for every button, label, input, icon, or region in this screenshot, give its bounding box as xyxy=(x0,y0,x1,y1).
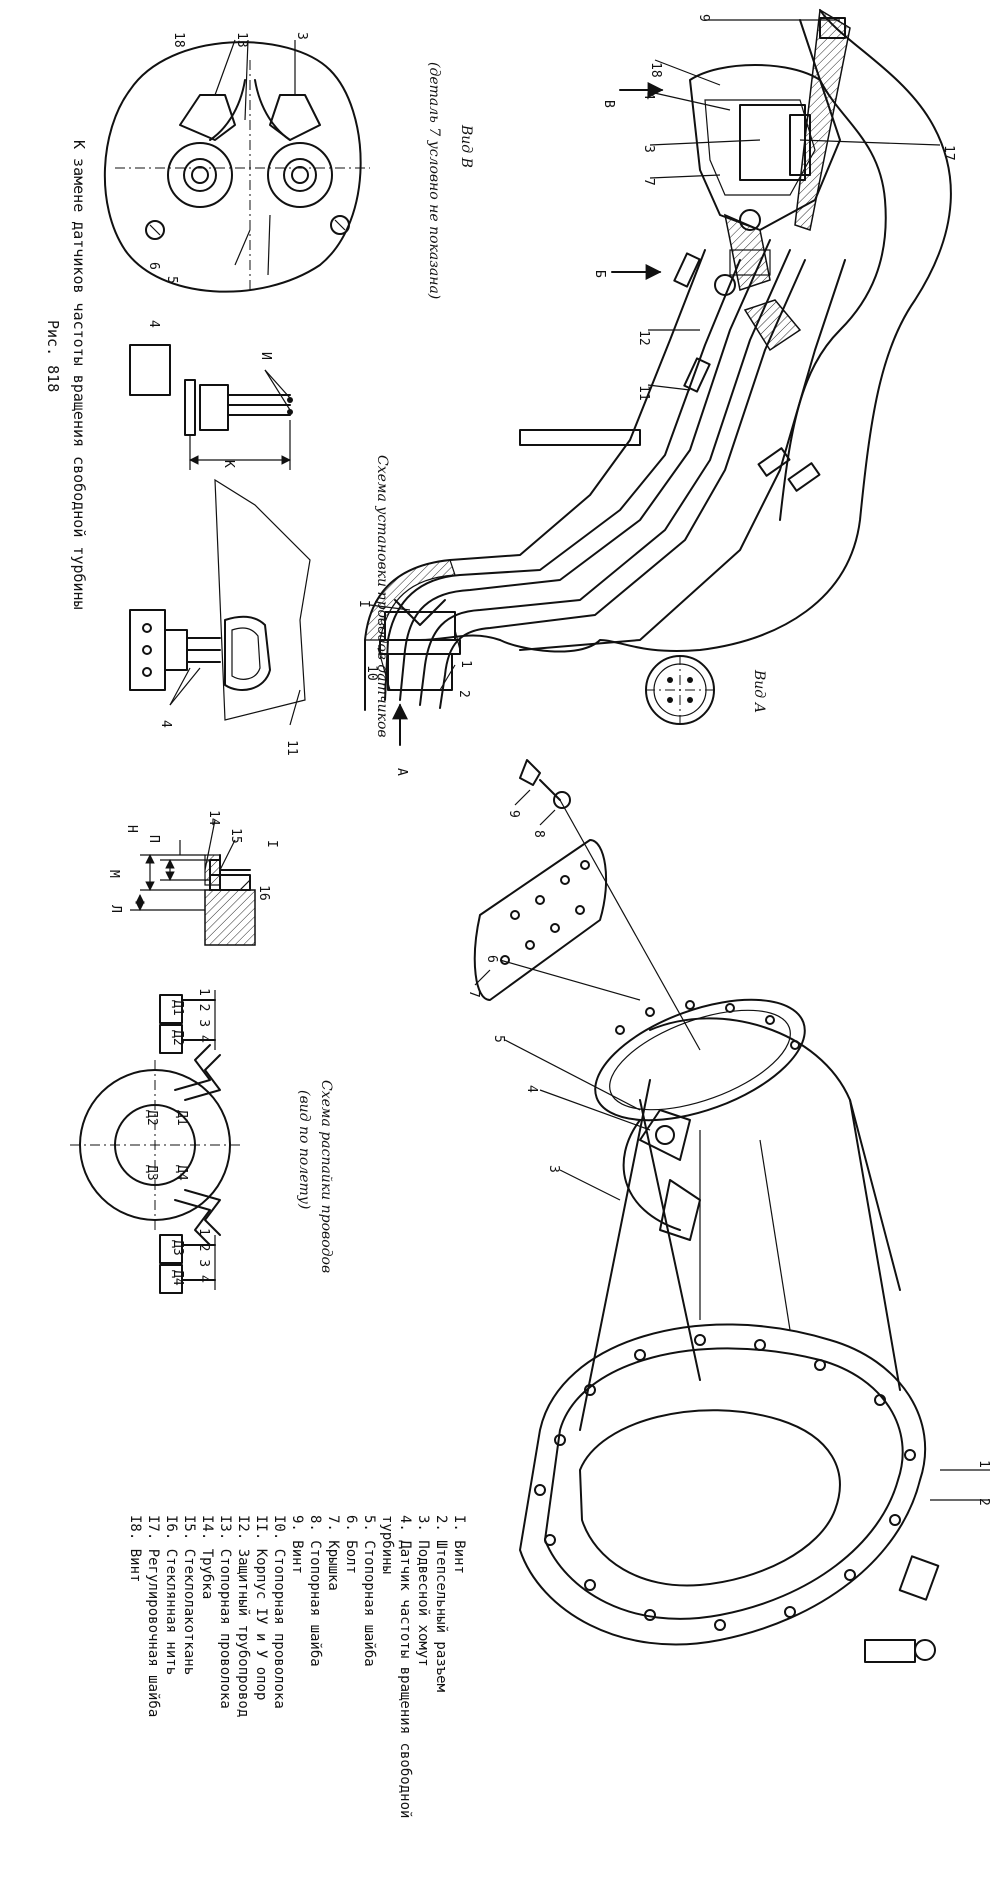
callout-v-3: 3 xyxy=(294,32,309,40)
callout-install-11: 11 xyxy=(284,740,299,756)
scheme-solder-subtitle: (вид по полету) xyxy=(296,1090,312,1209)
turbine-casing xyxy=(499,959,990,1663)
view-v xyxy=(103,39,370,293)
legend-item-17: I7. Регулировочная шайба xyxy=(145,1515,161,1717)
callout-15: 15 xyxy=(228,828,243,844)
detail-i-title: I xyxy=(264,840,279,848)
view-v-note: (деталь 7 условно не показана) xyxy=(426,62,442,299)
sensor-d4-box: Д4 xyxy=(170,1270,185,1286)
callout-5: 5 xyxy=(491,1035,506,1043)
cover-exploded xyxy=(473,759,701,1051)
sensor-d2-box: Д2 xyxy=(170,1030,185,1046)
sensor-d4-ring: Д4 xyxy=(174,1165,189,1181)
sectional-view xyxy=(364,8,952,746)
legend-item-6: 6. Болт xyxy=(343,1515,359,1574)
dim-label-p: П xyxy=(146,835,161,843)
dim-label-k: К xyxy=(221,460,236,468)
view-v-title: Вид В xyxy=(458,124,474,168)
callout-16: 16 xyxy=(256,885,271,901)
legend-item-10: I0. Стопорная проволока xyxy=(271,1515,287,1709)
sensor-dimension-sketch xyxy=(129,344,293,470)
view-a xyxy=(645,655,715,725)
callout-9-cover: 9 xyxy=(506,810,521,818)
legend-item-7: 7. Крышка xyxy=(325,1515,341,1591)
legend-item-1: I. Винт xyxy=(451,1515,467,1574)
pins-bottom: 1 2 3 4 xyxy=(196,1228,211,1283)
callout-2-upper: 2 xyxy=(456,690,471,698)
figure-number: Рис. 818 xyxy=(44,320,62,392)
legend-item-9: 9. Винт xyxy=(289,1515,305,1574)
legend-item-8: 8. Стопорная шайба xyxy=(307,1515,323,1667)
dim-label-l: Л xyxy=(108,905,123,913)
legend-item-4b: турбины xyxy=(379,1515,395,1574)
figure-title: К замене датчиков частоты вращения свобо… xyxy=(70,140,88,610)
parts-legend: I. Винт 2. Штепсельный разъем 3. Подвесн… xyxy=(127,1515,467,1818)
sensor-d3-box: Д3 xyxy=(170,1240,185,1256)
callout-12: 12 xyxy=(636,330,651,346)
arrow-label-b: Б xyxy=(592,270,607,278)
callout-v-18: 18 xyxy=(171,32,186,48)
callout-14: 14 xyxy=(206,810,221,826)
callout-4: 4 xyxy=(641,92,656,100)
callout-I: I xyxy=(356,600,371,608)
legend-item-18: I8. Винт xyxy=(127,1515,143,1582)
legend-item-5: 5. Стопорная шайба xyxy=(361,1515,377,1667)
legend-item-11: II. Корпус IУ и У опор xyxy=(253,1515,269,1700)
dim-label-m: М xyxy=(106,870,121,878)
legend-item-3: 3. Подвесной хомут xyxy=(415,1515,431,1667)
callout-v-13: 13 xyxy=(234,32,249,48)
sensor-d3-ring: Д3 xyxy=(144,1165,159,1181)
callout-1-casing: 1 xyxy=(976,1460,991,1468)
dim-label-i: И xyxy=(258,352,273,360)
legend-item-16: I6. Стеклянная нить xyxy=(163,1515,179,1675)
callout-3-casing: 3 xyxy=(546,1165,561,1173)
solder-scheme xyxy=(70,990,240,1294)
callout-v-5: 5 xyxy=(164,276,179,284)
legend-item-14: I4. Трубка xyxy=(199,1515,215,1599)
sensor-d2-ring: Д2 xyxy=(144,1110,159,1126)
view-a-title: Вид А xyxy=(751,669,767,713)
callout-10: 10 xyxy=(364,665,379,681)
callout-v-6: 6 xyxy=(146,262,161,270)
callout-1-upper: 1 xyxy=(458,660,473,668)
callout-sensor-4: 4 xyxy=(146,320,161,328)
callout-6: 6 xyxy=(484,955,499,963)
callout-3: 3 xyxy=(641,145,656,153)
callout-9: 9 xyxy=(696,14,711,22)
callout-8: 8 xyxy=(531,830,546,838)
detail-i xyxy=(130,819,256,946)
callout-11: 11 xyxy=(636,385,651,401)
install-scheme-sketch xyxy=(129,478,311,726)
pins-top: 1 2 3 4 xyxy=(196,988,211,1043)
dim-label-n: Н xyxy=(124,825,139,833)
scheme-install-title: Схема установки проводов датчиков xyxy=(374,455,390,738)
legend-item-4: 4. Датчик частоты вращения свободной xyxy=(397,1515,413,1818)
callout-7-cover: 7 xyxy=(466,990,481,998)
arrow-label-a: А xyxy=(394,768,409,776)
callout-2-casing: 2 xyxy=(976,1498,991,1506)
sensor-d1-ring: Д1 xyxy=(174,1110,189,1126)
callout-install-4: 4 xyxy=(158,720,173,728)
legend-item-12: I2. Защитный трубопровод xyxy=(235,1515,251,1717)
callout-4-casing: 4 xyxy=(524,1085,539,1093)
scheme-solder-title: Схема распайки проводов xyxy=(318,1080,334,1273)
callout-18: 18 xyxy=(648,62,663,78)
sensor-d1-box: Д1 xyxy=(170,1000,185,1016)
callout-7: 7 xyxy=(641,178,656,186)
legend-item-2: 2. Штепсельный разъем xyxy=(433,1515,449,1693)
legend-item-13: I3. Стопорная проволока xyxy=(217,1515,233,1709)
arrow-label-v: В xyxy=(601,100,616,108)
callout-17: 17 xyxy=(941,145,956,161)
legend-item-15: I5. Стеклолакоткань xyxy=(181,1515,197,1675)
